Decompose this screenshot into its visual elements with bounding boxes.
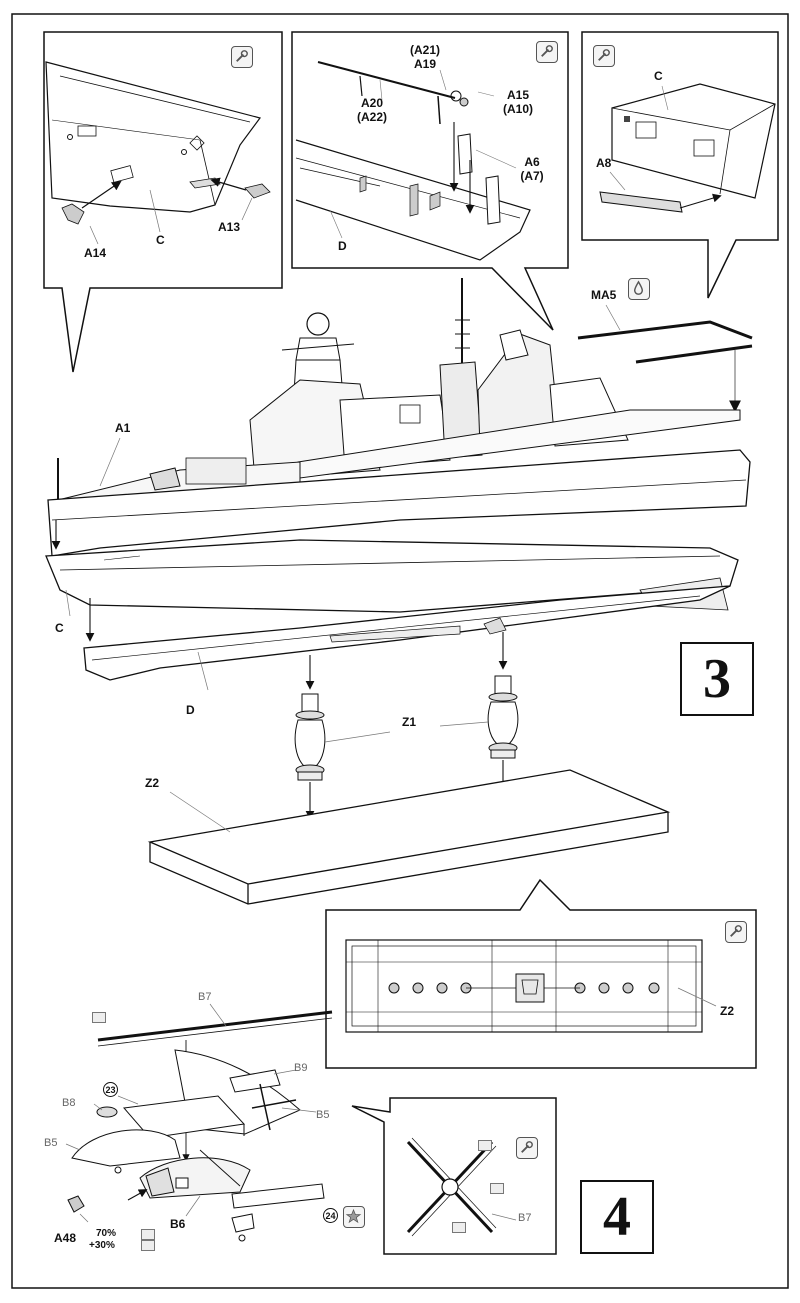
leader-z1-left: [324, 731, 391, 743]
label-a48: A48: [54, 1231, 77, 1245]
label-z2: Z2: [145, 776, 160, 790]
detail-box-base-underside: [325, 878, 757, 1069]
label-b9: B9: [294, 1062, 308, 1074]
nameplate-icon: [515, 973, 545, 1003]
paint-chip-icon: [92, 1012, 106, 1023]
sheet-border: [11, 13, 789, 1289]
paint-drop-icon: [628, 278, 650, 300]
detail-box-deck: [291, 31, 569, 331]
label-a14: A14: [84, 246, 107, 260]
label-c-hull: C: [55, 621, 64, 635]
label-ma5: MA5: [591, 288, 617, 302]
detail-box-bow: [43, 31, 283, 373]
wrench-icon: [231, 46, 253, 68]
wrench-icon: [593, 45, 615, 67]
label-a13: A13: [218, 220, 241, 234]
label-b7-detail: B7: [518, 1212, 532, 1224]
wrench-icon: [725, 921, 747, 943]
label-a1: A1: [115, 421, 131, 435]
label-b5-left: B5: [44, 1137, 58, 1149]
step-number-3: 3: [680, 642, 754, 716]
hull-lower-d: [83, 585, 731, 691]
label-b6: B6: [170, 1217, 186, 1231]
label-b7: B7: [198, 991, 212, 1003]
label-z1: Z1: [402, 715, 417, 729]
label-a7: (A7): [520, 169, 544, 183]
label-d-top: D: [338, 239, 347, 253]
label-a6: A6: [524, 155, 540, 169]
label-a20: A20: [360, 96, 384, 110]
label-z2-detail: Z2: [720, 1004, 735, 1018]
label-a8: A8: [596, 156, 612, 170]
label-a15: A15: [506, 88, 530, 102]
label-b8: B8: [62, 1097, 76, 1109]
part-ma5-railing: [577, 304, 753, 413]
label-c-stern: C: [654, 69, 663, 83]
label-b5-right: B5: [316, 1109, 330, 1121]
callout-24: 24: [323, 1208, 338, 1223]
paint-chip-icon: [478, 1140, 492, 1151]
label-a21: (A21): [409, 43, 441, 57]
paint-chip-icon: [452, 1222, 466, 1233]
wrench-icon: [536, 41, 558, 63]
label-c-left: C: [156, 233, 165, 247]
helicopter-assembly: [65, 1003, 333, 1242]
wrench-icon: [516, 1137, 538, 1159]
leader-z1-right: [439, 721, 489, 727]
paint-chip-icon: [141, 1229, 155, 1240]
display-base-z2: [147, 769, 671, 905]
paint-ratio-70: 70%: [96, 1228, 117, 1239]
step-number-4: 4: [580, 1180, 654, 1254]
stand-z1-right: [487, 632, 519, 807]
paint-chip-icon: [490, 1183, 504, 1194]
stand-z1-left: [294, 655, 326, 831]
star-decal-icon: [343, 1206, 365, 1228]
label-a10: (A10): [502, 102, 534, 116]
callout-23: 23: [103, 1082, 118, 1097]
hull-upper-a1: [47, 437, 751, 557]
label-a22: (A22): [356, 110, 388, 124]
detail-box-rotor: [351, 1097, 557, 1255]
label-a19: A19: [413, 57, 437, 71]
paint-chip-icon: [141, 1240, 155, 1251]
detail-box-stern: [581, 31, 779, 299]
paint-ratio-30: +30%: [89, 1240, 115, 1251]
label-d-hull: D: [186, 703, 195, 717]
